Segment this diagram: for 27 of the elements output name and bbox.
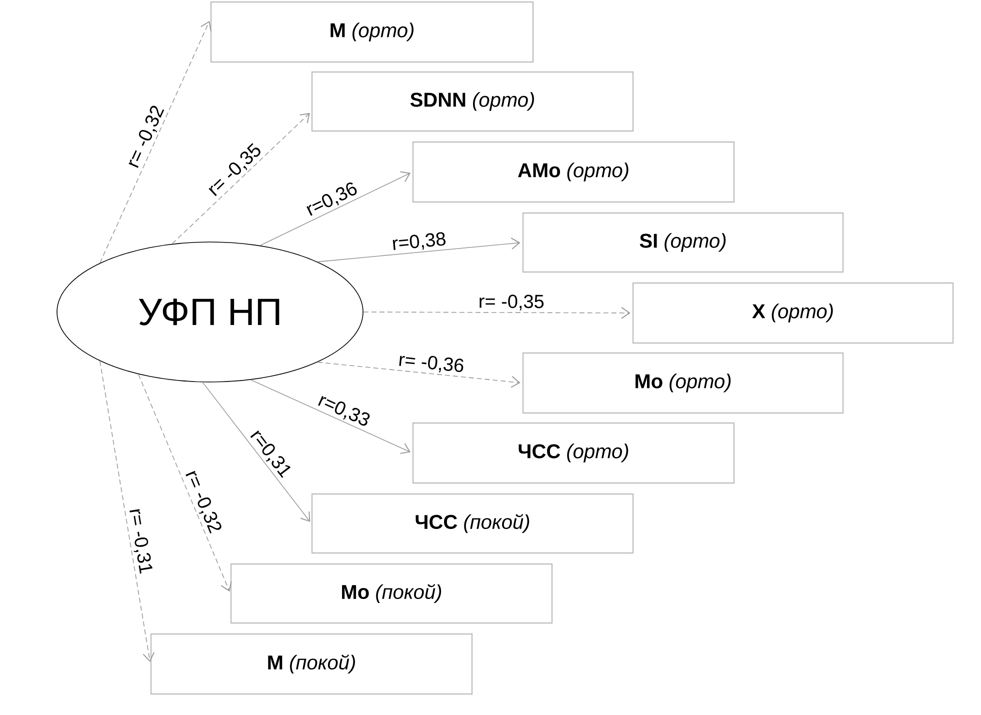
arrow: [202, 382, 310, 522]
arrow: [317, 362, 520, 388]
edge-label: r=0,38: [390, 230, 448, 254]
variable-box: M (покой): [150, 633, 473, 695]
arrow: [100, 20, 212, 264]
variable-box: M (орто): [210, 1, 534, 63]
variable-box: SDNN (орто): [311, 71, 634, 132]
variable-box: AMo (орто): [412, 141, 735, 203]
arrow: [138, 374, 232, 592]
edge-label: r= -0,32: [124, 102, 168, 172]
arrow: [100, 360, 155, 662]
arrow: [250, 379, 411, 454]
variable-box: Mo (орто): [522, 352, 844, 414]
edge-label: r= -0,36: [396, 351, 466, 376]
variable-box: SI (орто): [522, 212, 844, 273]
variable-box: X (орто): [632, 282, 954, 344]
edge-label: r=0,33: [314, 391, 374, 431]
arrow: [260, 171, 411, 246]
edge-label: r= -0,32: [182, 467, 224, 537]
arrow: [317, 238, 520, 262]
arrow: [172, 112, 310, 244]
variable-box: ЧСС (орто): [412, 422, 735, 484]
variable-box: Mo (покой): [230, 563, 553, 624]
edge-label: r= -0,31: [126, 506, 154, 576]
variable-box: ЧСС (покой): [311, 493, 634, 554]
edge-label: r= -0,35: [477, 294, 546, 312]
arrow: [363, 306, 630, 319]
